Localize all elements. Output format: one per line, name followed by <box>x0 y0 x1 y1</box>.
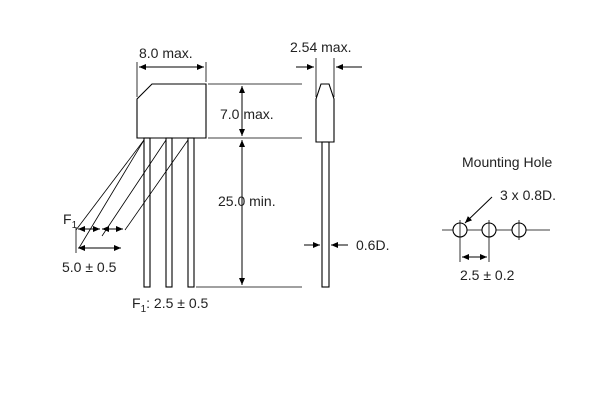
hole-leader <box>464 196 493 224</box>
f1-label: F1 <box>63 211 78 231</box>
height-dimension: 7.0 max. <box>208 83 302 139</box>
lead-left <box>143 137 151 288</box>
thickness-label: 2.54 max. <box>290 39 351 55</box>
f1-dimension: F1 <box>63 211 123 253</box>
lead-diameter-label: 0.6D. <box>356 237 389 253</box>
side-view: 2.54 max. 0.6D. <box>290 39 389 288</box>
thickness-dimension: 2.54 max. <box>290 39 362 97</box>
front-view: 8.0 max. 7.0 max. 25.0 min. <box>62 45 302 315</box>
f1-note: F1: 2.5 ± 0.5 <box>132 295 209 315</box>
mounting-hole-view: Mounting Hole 3 x 0.8D. 2.5 ± 0.2 <box>442 154 556 283</box>
width-dimension: 8.0 max. <box>136 45 207 97</box>
lead-center <box>165 137 173 288</box>
side-lead <box>321 141 330 288</box>
package-body <box>136 83 207 139</box>
lead-length-dimension: 25.0 min. <box>196 140 302 288</box>
side-body <box>315 83 335 143</box>
height-label: 7.0 max. <box>220 106 274 122</box>
lead-length-label: 25.0 min. <box>218 193 276 209</box>
pitch-leader-lines <box>75 139 189 249</box>
mounting-hole-title: Mounting Hole <box>462 154 552 170</box>
pitch-label: 5.0 ± 0.5 <box>62 259 117 275</box>
hole-label: 3 x 0.8D. <box>500 187 556 203</box>
hole-pitch-label: 2.5 ± 0.2 <box>460 267 515 283</box>
lead-diameter-dimension: 0.6D. <box>304 237 389 253</box>
width-label: 8.0 max. <box>139 45 193 61</box>
pitch-dimension: 5.0 ± 0.5 <box>62 245 121 275</box>
lead-right <box>187 137 195 288</box>
